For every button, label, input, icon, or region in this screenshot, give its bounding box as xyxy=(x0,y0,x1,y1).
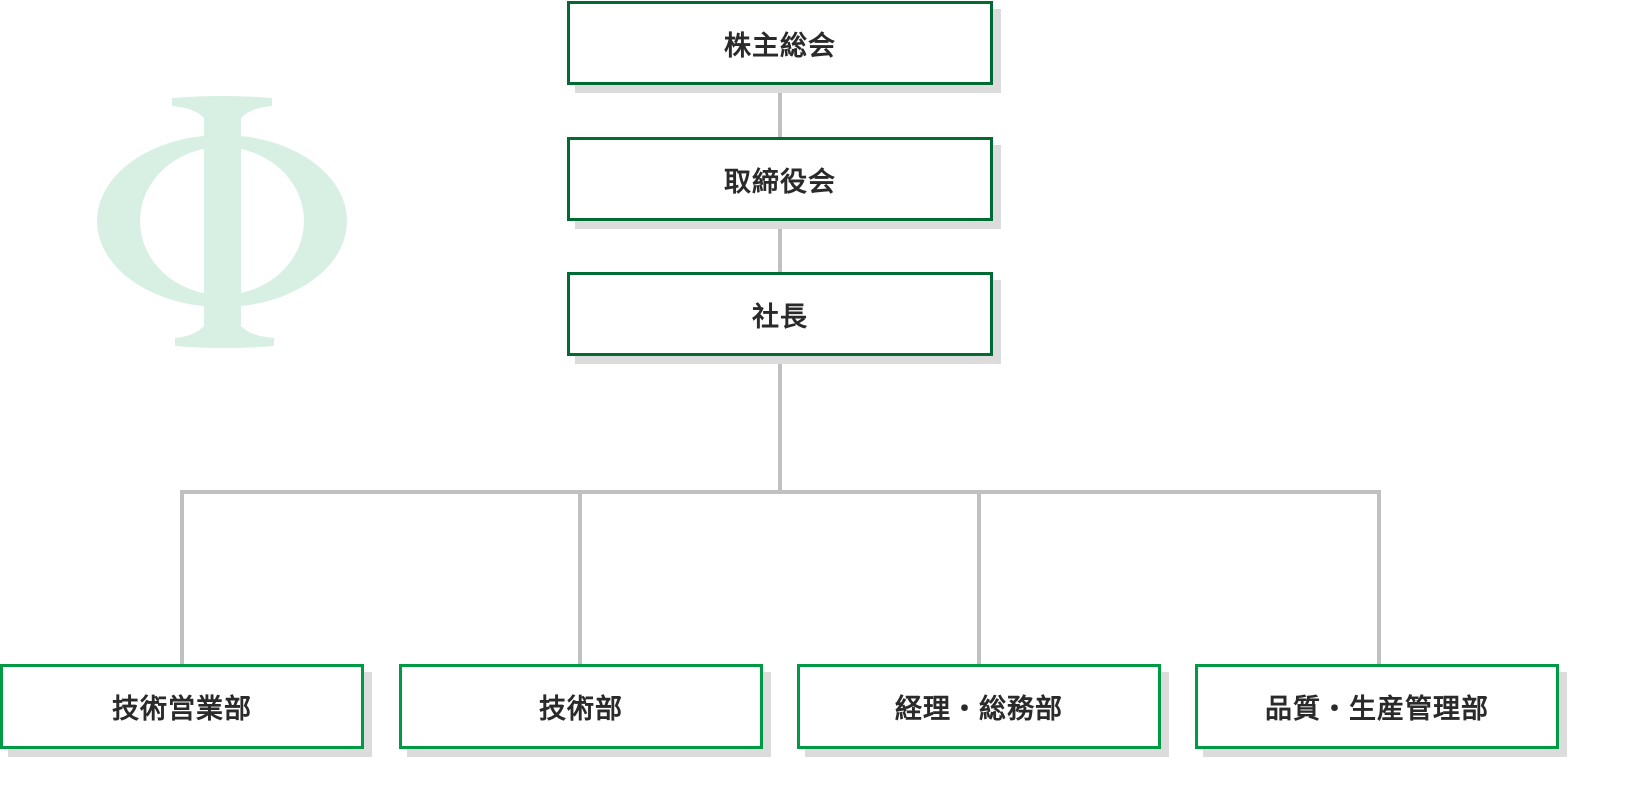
node-shareholders-meeting: 株主総会 xyxy=(567,1,993,85)
connector-dept-1 xyxy=(180,490,184,666)
connector-dept-3 xyxy=(977,490,981,666)
node-president: 社長 xyxy=(567,272,993,356)
node-technical-sales: 技術営業部 xyxy=(0,664,364,749)
node-technical: 技術部 xyxy=(399,664,763,749)
node-board-of-directors: 取締役会 xyxy=(567,137,993,221)
phi-logo-icon xyxy=(97,96,347,348)
connector-dept-4 xyxy=(1377,490,1381,666)
connector-horizontal xyxy=(180,490,1381,494)
connector-dept-2 xyxy=(578,490,582,666)
node-accounting-general-affairs: 経理・総務部 xyxy=(797,664,1161,749)
node-quality-production: 品質・生産管理部 xyxy=(1195,664,1559,749)
